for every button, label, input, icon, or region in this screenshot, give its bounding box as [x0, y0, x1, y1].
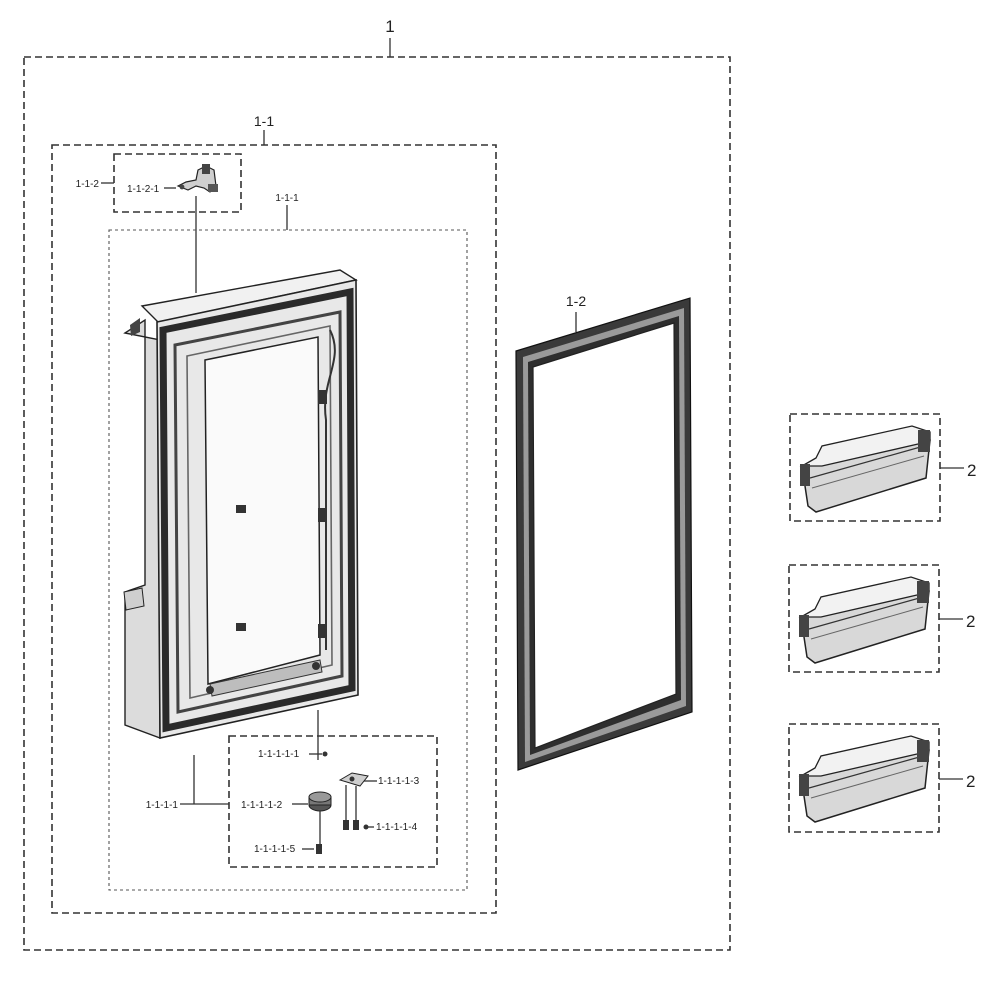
door-bin-3-part [798, 735, 930, 823]
door-body-group: 1-1-1 [108, 193, 468, 891]
bottom-hinge-boundary [228, 735, 438, 868]
top-hinge-group: 1-1-2 1-1-2-1 [76, 153, 242, 293]
assembly-label: 1 [385, 17, 394, 36]
door-body-label: 1-1-1 [275, 193, 299, 204]
bottom-bracket-part [338, 772, 369, 787]
bottom-part-4-label: 1-1-1-1-4 [376, 822, 418, 833]
bottom-hinge-group: 1-1-1-1 1-1-1-1-1 1-1-1-1-2 1-1-1-1-3 1-… [146, 710, 438, 868]
assembly-group: 1 [23, 17, 731, 951]
top-hinge-bracket-part [176, 164, 218, 193]
door-sub-assembly-group: 1-1 [51, 113, 497, 914]
door-body-boundary [108, 229, 468, 891]
door-bin-2-group: 2 [788, 564, 975, 673]
bottom-part-2-label: 1-1-1-1-2 [241, 800, 283, 811]
gasket-group: 1-2 [515, 293, 693, 771]
bottom-group-label: 1-1-1-1 [146, 800, 179, 811]
door-bin-1-group: 2 [789, 413, 976, 522]
top-hinge-part-label: 1-1-2-1 [127, 184, 160, 195]
door-bin-2-part [798, 576, 930, 664]
assembly-boundary [23, 56, 731, 951]
door-sub-assembly-boundary [51, 144, 497, 914]
refrigerator-door-part [123, 269, 359, 740]
gasket-label: 1-2 [566, 293, 586, 309]
bottom-cam-part [308, 791, 332, 812]
top-hinge-group-label: 1-1-2 [76, 179, 100, 190]
door-sub-assembly-label: 1-1 [254, 113, 274, 129]
bottom-pin-part [322, 751, 328, 757]
bottom-part-1-label: 1-1-1-1-1 [258, 749, 300, 760]
door-bin-3-boundary [788, 723, 940, 833]
door-bin-1-part [799, 425, 931, 513]
door-bin-3-label: 2 [966, 772, 975, 791]
bottom-screws-part [343, 820, 369, 830]
door-bin-2-label: 2 [966, 612, 975, 631]
top-hinge-boundary [113, 153, 242, 213]
bottom-part-5-label: 1-1-1-1-5 [254, 844, 296, 855]
door-bin-3-group: 2 [788, 723, 975, 833]
door-bin-1-label: 2 [967, 461, 976, 480]
bottom-part-3-label: 1-1-1-1-3 [378, 776, 420, 787]
bottom-screw-part [316, 844, 322, 854]
